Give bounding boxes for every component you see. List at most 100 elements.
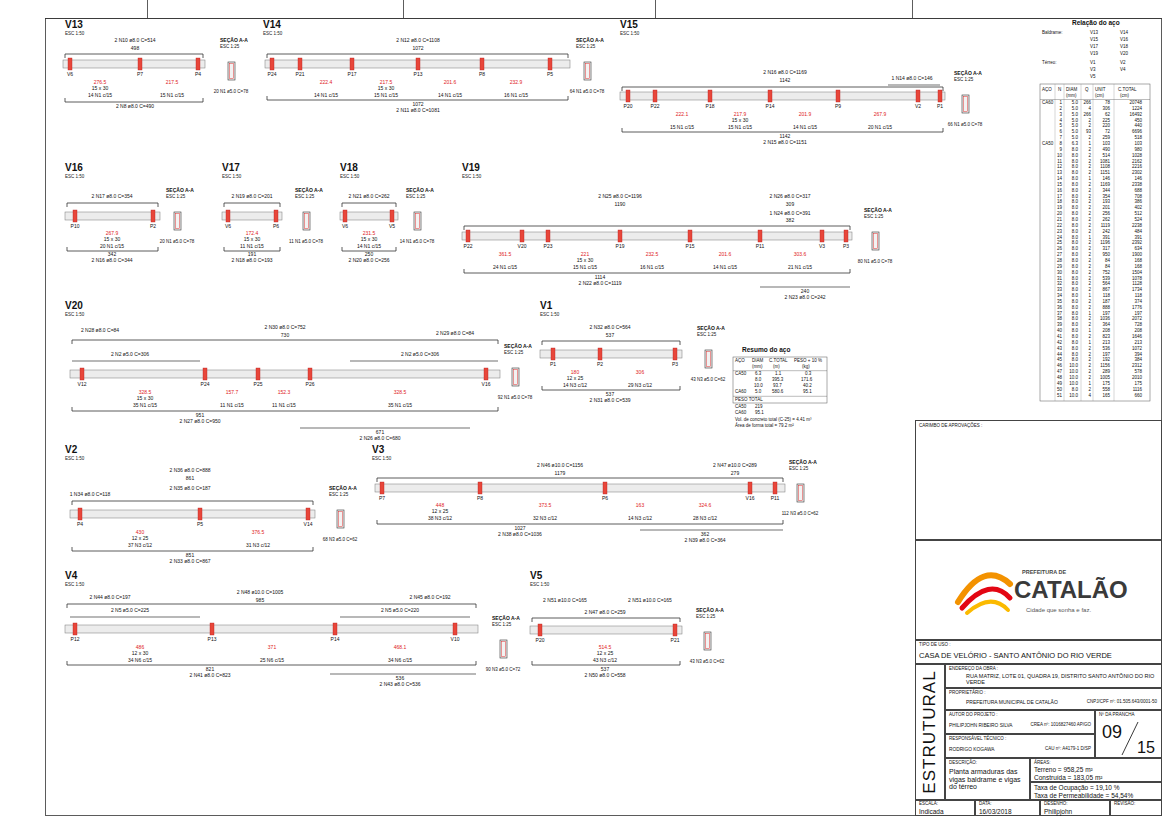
span-dimension: 373.5: [539, 503, 552, 508]
table-title: Resumo do aço: [742, 347, 790, 354]
bottom-rebar: [72, 551, 313, 552]
table-text: ESC 1:25: [220, 45, 239, 50]
table-cell: 84: [1105, 265, 1110, 270]
rebar-label: 32 N3 c/12: [533, 516, 557, 521]
title-block-cell: ESCALA:Indicada: [915, 800, 975, 816]
rebar-hook: [680, 618, 681, 622]
title-block-cell: PREFEITURA DECATALÃOCidade que sonha e f…: [915, 540, 1162, 640]
table-cell: 440: [1134, 124, 1142, 129]
table-cell: 187: [1102, 300, 1110, 305]
rebar-hook: [396, 247, 397, 251]
rebar-label: V12: [78, 382, 87, 387]
rebar-label: 536: [396, 676, 404, 681]
title-block-cell: RESPONSÁVEL TÉCNICO :RODRIGO KOGAWACAU n…: [945, 734, 1095, 758]
table-text: CA60: [735, 390, 746, 395]
rebar-label: 37 N3 c/12: [128, 543, 152, 548]
span-dimension: 163: [636, 503, 644, 508]
table-cell: 1005: [1100, 376, 1110, 381]
support-column: [151, 210, 155, 222]
scale-note: ESC 1:50: [65, 175, 84, 180]
table-cell: 78: [1105, 101, 1110, 106]
table-cell: 8.0: [1072, 236, 1078, 241]
field-label: ÁREAS:: [1034, 761, 1051, 766]
rebar-label: P12: [71, 637, 80, 642]
section-stirrup: [305, 214, 309, 229]
field-value: CASA DE VELÓRIO - SANTO ANTÔNIO DO RIO V…: [919, 652, 1112, 660]
rebar-label: P21: [671, 638, 680, 643]
section-note: 66 N1 ø5.0 C=78: [948, 123, 982, 128]
title-block-cell: DESENHO:Philipjohn: [1040, 800, 1110, 816]
table-text: PESO TOTAL: [735, 398, 763, 403]
table-cell: 2: [1088, 218, 1091, 223]
field-label: ESTRUTURAL: [921, 670, 940, 793]
top-rebar: [67, 604, 476, 605]
table-cell: 146: [1102, 177, 1110, 182]
bottom-rebar: [65, 102, 203, 103]
table-cell: 4: [1088, 394, 1091, 399]
table-cell: 36: [1057, 306, 1062, 311]
rebar-label: P24: [268, 72, 277, 77]
title-block-cell: DATA:16/03/2018: [975, 800, 1040, 816]
rebar-label: 2 N35 ø8.0 C=187: [170, 486, 211, 491]
table-cell: 2: [1088, 265, 1091, 270]
rebar-label: 279: [731, 471, 739, 476]
rebar-hook: [72, 340, 73, 344]
table-text: V16: [1120, 38, 1128, 43]
table-text: CA60: [735, 411, 746, 416]
section-outline: [705, 350, 712, 368]
table-cell: 8.0: [1072, 388, 1078, 393]
support-column: [688, 230, 692, 242]
table-cell: 2: [1088, 124, 1091, 129]
table-cell: 2: [1088, 376, 1091, 381]
support-column: [538, 624, 542, 636]
span-dimension: 157.7: [226, 390, 239, 395]
table-text: 6.3: [755, 372, 761, 377]
beam-title: V18: [340, 163, 358, 174]
beam-elevation: [340, 212, 398, 220]
field-label: TIPO DE USO :: [919, 643, 951, 648]
table-text: (kg): [802, 365, 810, 370]
table-text: C.TOTAL: [1118, 88, 1137, 93]
table-cell: 518: [1134, 136, 1142, 141]
table-cell: 7: [1059, 136, 1062, 141]
rebar-hook: [377, 478, 378, 482]
span-dimension: 217.5: [380, 80, 393, 85]
span-dimension: 201.6: [719, 252, 732, 257]
rebar-hook: [377, 520, 378, 524]
table-cell: 213: [1134, 341, 1142, 346]
table-cell: 8.0: [1072, 247, 1078, 252]
table-cell: 48: [1057, 376, 1062, 381]
table-cell: 10: [1057, 154, 1062, 159]
rebar-label: 16 N1 c/15: [504, 93, 528, 98]
rebar-label: 38 N3 c/12: [428, 516, 452, 521]
section-stirrup: [707, 352, 711, 367]
rebar-label: P11: [771, 496, 780, 501]
rebar-label: 2 N26 ø8.0 C=317: [770, 194, 811, 199]
support-column: [484, 368, 488, 380]
support-column: [68, 58, 72, 70]
section-title: SEÇÃO A-A: [329, 486, 357, 491]
rebar-label: 2 N27 ø8.0 C=950: [180, 419, 221, 424]
rebar-label: 2 N22 ø8.0 C=1119: [578, 281, 621, 286]
table-cell: 8.0: [1072, 347, 1078, 352]
table-text: V15: [1090, 38, 1098, 43]
table-cell: 8.0: [1072, 189, 1078, 194]
support-column: [673, 348, 677, 360]
rebar-label: P3: [672, 362, 678, 367]
table-text: PESO + 10 %: [794, 359, 822, 364]
section-title: SEÇÃO A-A: [504, 344, 532, 349]
section-outline: [512, 368, 519, 386]
rebar-label: 2 N11 ø8.0 C=1081: [396, 108, 439, 113]
rebar-hook: [464, 226, 465, 230]
beam-title: V19: [462, 163, 480, 174]
rebar-label: 14 N1 c/15: [314, 93, 338, 98]
table-cell: 2: [1088, 388, 1091, 393]
rebar-hook: [342, 203, 343, 207]
rebar-hook: [280, 203, 281, 207]
rebar-label: 12 x 30: [132, 651, 148, 656]
table-cell: 2: [1088, 241, 1091, 246]
rebar-label: 2 N32 ø8.0 C=564: [590, 325, 631, 330]
support-column: [466, 230, 470, 242]
table-cell: 3: [1059, 113, 1062, 118]
table-cell: 394: [1134, 353, 1142, 358]
